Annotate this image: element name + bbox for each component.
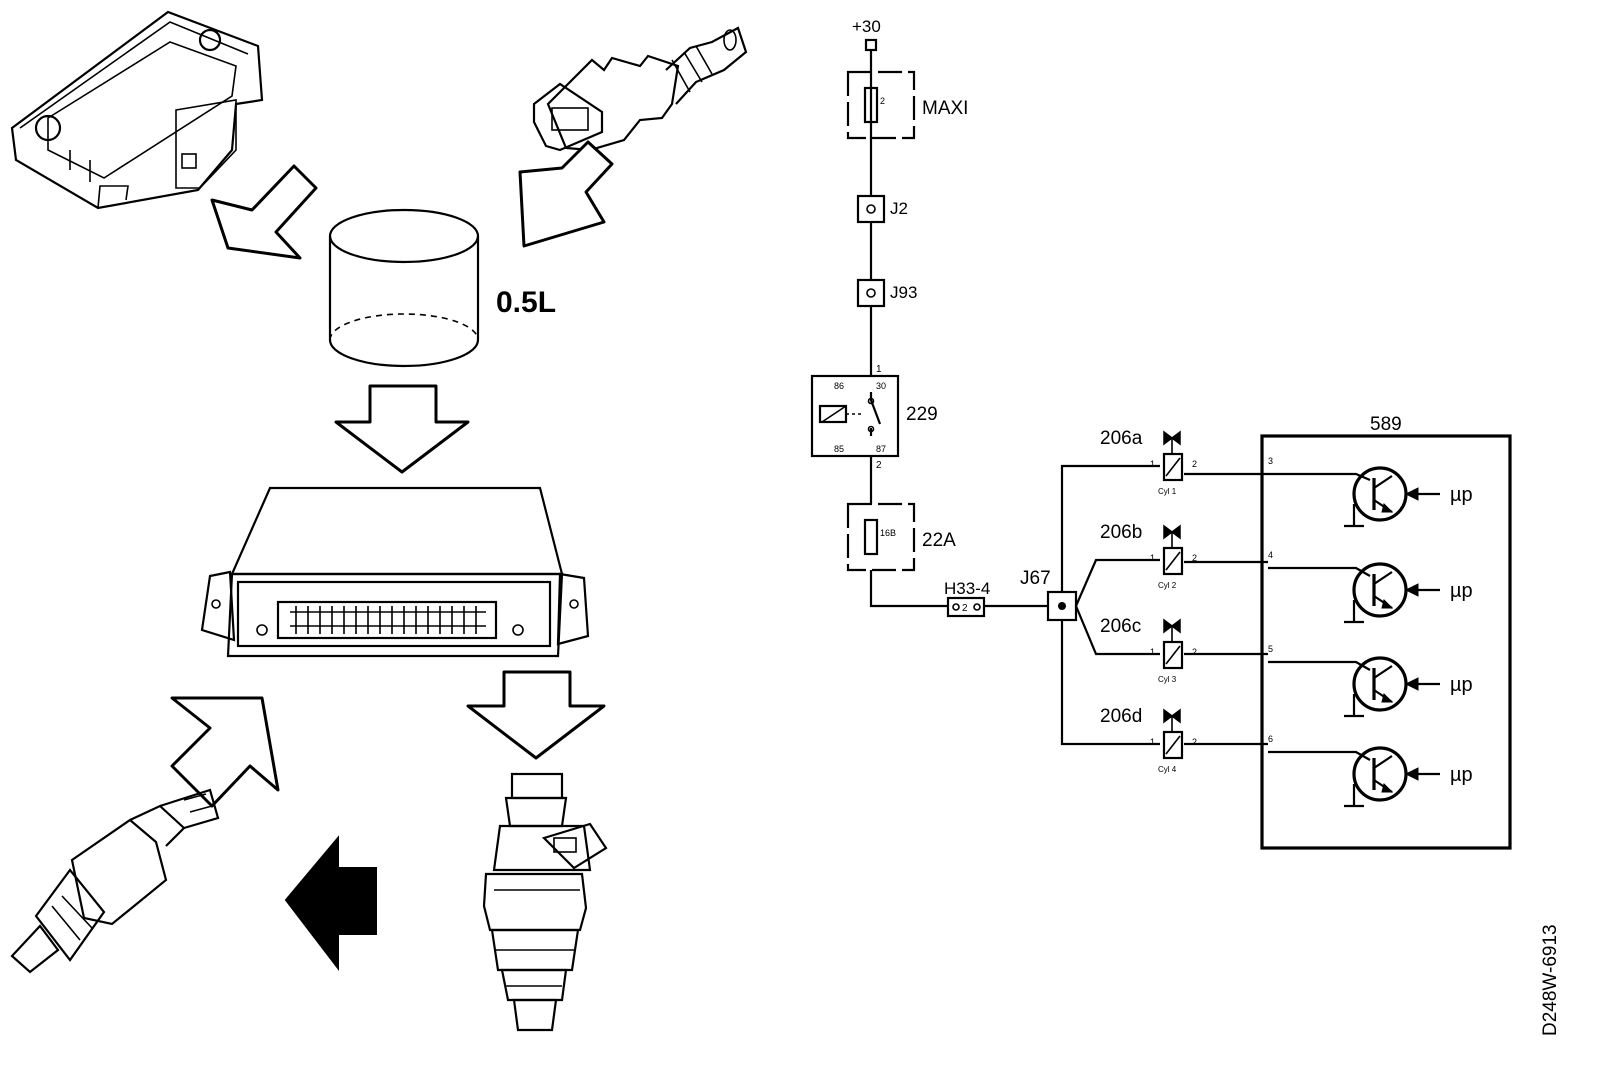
relay-pin-30: 30 [876,381,886,391]
injector-pin-in: 1 [1150,737,1155,747]
supply-wire [869,50,1048,608]
relay-pin-86: 86 [834,381,844,391]
temperature-sensor-illustration [532,26,748,152]
injector-to-ecu-wires [1184,472,1268,746]
volume-label: 0.5L [496,286,556,319]
transistor-icon [1352,656,1408,712]
ground-icon [1344,694,1364,718]
ecu-589-label: 589 [1370,414,1402,435]
feedback-arrow-icon [284,835,377,971]
maxi-fuse-label: MAXI [922,98,968,119]
injector-pin-in: 1 [1150,553,1155,563]
transistor-icon [1352,466,1408,522]
injector-cyl-label: Cyl 4 [1158,765,1177,774]
volume-cylinder-illustration [328,208,480,368]
driver-label: µp [1450,674,1473,696]
ecu-driver-transistors: µp µp µp µp [1268,466,1473,808]
injector-pin-in: 1 [1150,459,1155,469]
connector-h33-pin: 2 [962,603,968,614]
driver-label: µp [1450,484,1473,506]
arrow-map-to-volume-icon [210,164,318,260]
injector-label: 206b [1100,522,1142,543]
driver-arrow-icon [1404,487,1419,501]
injector-pin-out: 2 [1192,459,1197,469]
driver-transistor: µp [1268,746,1473,808]
fuse-22a-element [863,518,879,556]
ground-icon [1344,784,1364,808]
distribution-wires [1060,464,1160,746]
arrow-ecu-to-injector-icon [466,670,606,760]
ecu-box-illustration [200,486,590,658]
arrow-temp-to-volume-icon [518,140,614,248]
injector-coil [1162,546,1184,576]
injector-pin-out: 2 [1192,737,1197,747]
ecu-pin-label: 4 [1268,550,1273,560]
injector-pin-out: 2 [1192,647,1197,657]
transistor-icon [1352,562,1408,618]
fuse-22a-rating: 16B [880,528,896,538]
relay-pin-85: 85 [834,444,844,454]
maxi-fuse-rating: 2 [880,96,885,106]
injector-cyl-label: Cyl 2 [1158,581,1177,590]
ecu-pin-label: 6 [1268,734,1273,744]
driver-transistor: µp [1268,466,1473,528]
ground-icon [1344,504,1364,528]
supply-label: +30 [852,17,881,36]
fuel-injector-illustration [482,772,608,1032]
ecu-589-box [1260,434,1512,850]
injector-cyl-label: Cyl 1 [1158,487,1177,496]
driver-transistor: µp [1268,656,1473,718]
ecu-pin-label: 5 [1268,644,1273,654]
injector-coil [1162,640,1184,670]
connector-j2-label: J2 [890,199,908,218]
connector-j93-box [856,278,886,308]
connector-h33-box [946,596,986,618]
map-sensor-illustration [10,10,264,210]
figure-code: D248W-6913 [1540,924,1561,1036]
driver-arrow-icon [1404,583,1419,597]
lambda-sensor-illustration [10,788,220,974]
injector-pin-in: 1 [1150,647,1155,657]
connector-j2-box [856,194,886,224]
junction-j67-label: J67 [1020,568,1051,589]
fuse-22a-label: 22A [922,530,956,551]
maxi-fuse-element [863,86,879,124]
injector-label: 206a [1100,428,1143,449]
fuse-22a-box [846,502,916,572]
arrow-volume-to-ecu-icon [334,384,470,474]
relay-229-box [810,374,900,458]
driver-transistor: µp [1268,562,1473,624]
injector-cyl-label: Cyl 3 [1158,675,1177,684]
relay-229-label: 229 [906,404,938,425]
driver-label: µp [1450,580,1473,602]
transistor-icon [1352,746,1408,802]
ground-icon [1344,600,1364,624]
connector-j93-label: J93 [890,283,917,302]
driver-arrow-icon [1404,767,1419,781]
injector-coil [1162,452,1184,482]
maxi-fuse-box [846,70,916,140]
injector-label: 206d [1100,706,1142,727]
relay-pin-87: 87 [876,444,886,454]
relay-wire-bottom-label: 2 [876,460,882,471]
driver-label: µp [1450,764,1473,786]
injector-label: 206c [1100,616,1141,637]
supply-terminal [864,38,878,52]
injector-coil [1162,730,1184,760]
driver-arrow-icon [1404,677,1419,691]
connector-h33-label: H33-4 [944,579,990,598]
arrow-lambda-to-ecu-icon [170,696,280,808]
ecu-pin-label: 3 [1268,456,1273,466]
injector-pin-out: 2 [1192,553,1197,563]
relay-wire-top-label: 1 [876,364,882,375]
